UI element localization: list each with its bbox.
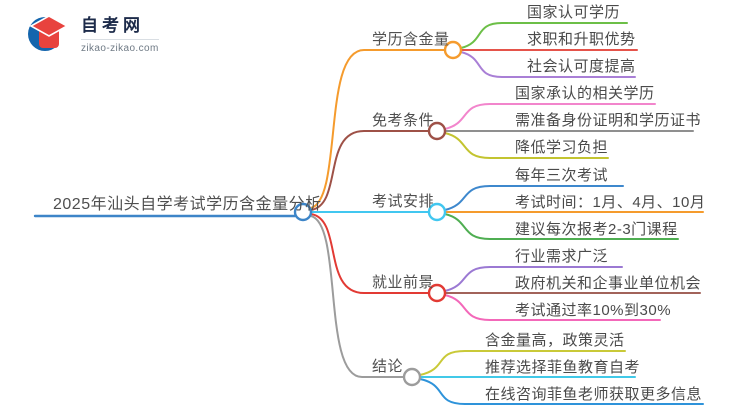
- branch-4-child-3-line: [444, 294, 661, 321]
- branch-4-connector: [310, 213, 430, 294]
- branch-1-label: 学历含金量: [372, 31, 450, 48]
- branch-2-connector: [310, 130, 430, 211]
- branch-1-child-2: 求职和升职优势: [527, 31, 636, 48]
- branch-1-connector: [310, 49, 446, 209]
- branch-2-child-1-line: [444, 103, 656, 130]
- branch-4-child-1-line: [444, 266, 623, 292]
- branch-1-child-3-line: [460, 51, 636, 78]
- branch-3-child-2: 考试时间：1月、4月、10月: [515, 194, 706, 211]
- branch-5-child-3: 在线咨询菲鱼老师获取更多信息: [485, 386, 703, 403]
- branch-4-child-2: 政府机关和企事业单位机会: [515, 275, 702, 292]
- branch-5-child-3-line: [419, 378, 704, 405]
- logo: 自考网 zikao-zikao.com: [26, 10, 159, 54]
- branch-1-node-circle: [443, 40, 463, 60]
- root-topic: 2025年汕头自学考试学历含金量分析: [53, 196, 322, 213]
- branch-2-label: 免考条件: [372, 112, 435, 129]
- branch-1-child-1-line: [460, 22, 628, 49]
- branch-5-connector: [310, 215, 405, 378]
- branch-3-child-3-line: [444, 213, 679, 240]
- branch-3-label: 考试安排: [372, 193, 435, 210]
- branch-3-child-1-line: [444, 185, 624, 211]
- branch-4-child-1: 行业需求广泛: [515, 248, 609, 265]
- branch-1-child-3: 社会认可度提高: [527, 58, 636, 75]
- graduation-cap-icon: [28, 15, 69, 51]
- root-node-circle: [293, 202, 313, 222]
- branch-2-child-2: 需准备身份证明和学历证书: [515, 112, 702, 129]
- branch-5-label: 结论: [372, 358, 404, 375]
- branch-4-child-3: 考试通过率10%到30%: [515, 302, 672, 319]
- branch-4-node-circle: [427, 283, 447, 303]
- branch-5-child-1: 含金量高，政策灵活: [485, 332, 625, 349]
- branch-3-child-1: 每年三次考试: [515, 167, 609, 184]
- branch-2-node-circle: [427, 121, 447, 141]
- logo-title: 自考网: [81, 15, 144, 35]
- branch-5-child-2: 推荐选择菲鱼教育自考: [485, 359, 641, 376]
- branch-2-child-3-line: [444, 132, 609, 159]
- branch-4-label: 就业前景: [372, 274, 435, 291]
- branch-1-child-1: 国家认可学历: [527, 4, 621, 21]
- branch-2-child-1: 国家承认的相关学历: [515, 85, 655, 102]
- branch-3-child-3: 建议每次报考2-3门课程: [515, 221, 678, 238]
- logo-text: 自考网 zikao-zikao.com: [81, 11, 159, 54]
- branch-3-node-circle: [427, 202, 447, 222]
- branch-5-child-1-line: [419, 350, 626, 376]
- logo-subtitle: zikao-zikao.com: [81, 38, 159, 54]
- branch-2-child-3: 降低学习负担: [515, 139, 609, 156]
- branch-5-node-circle: [402, 367, 422, 387]
